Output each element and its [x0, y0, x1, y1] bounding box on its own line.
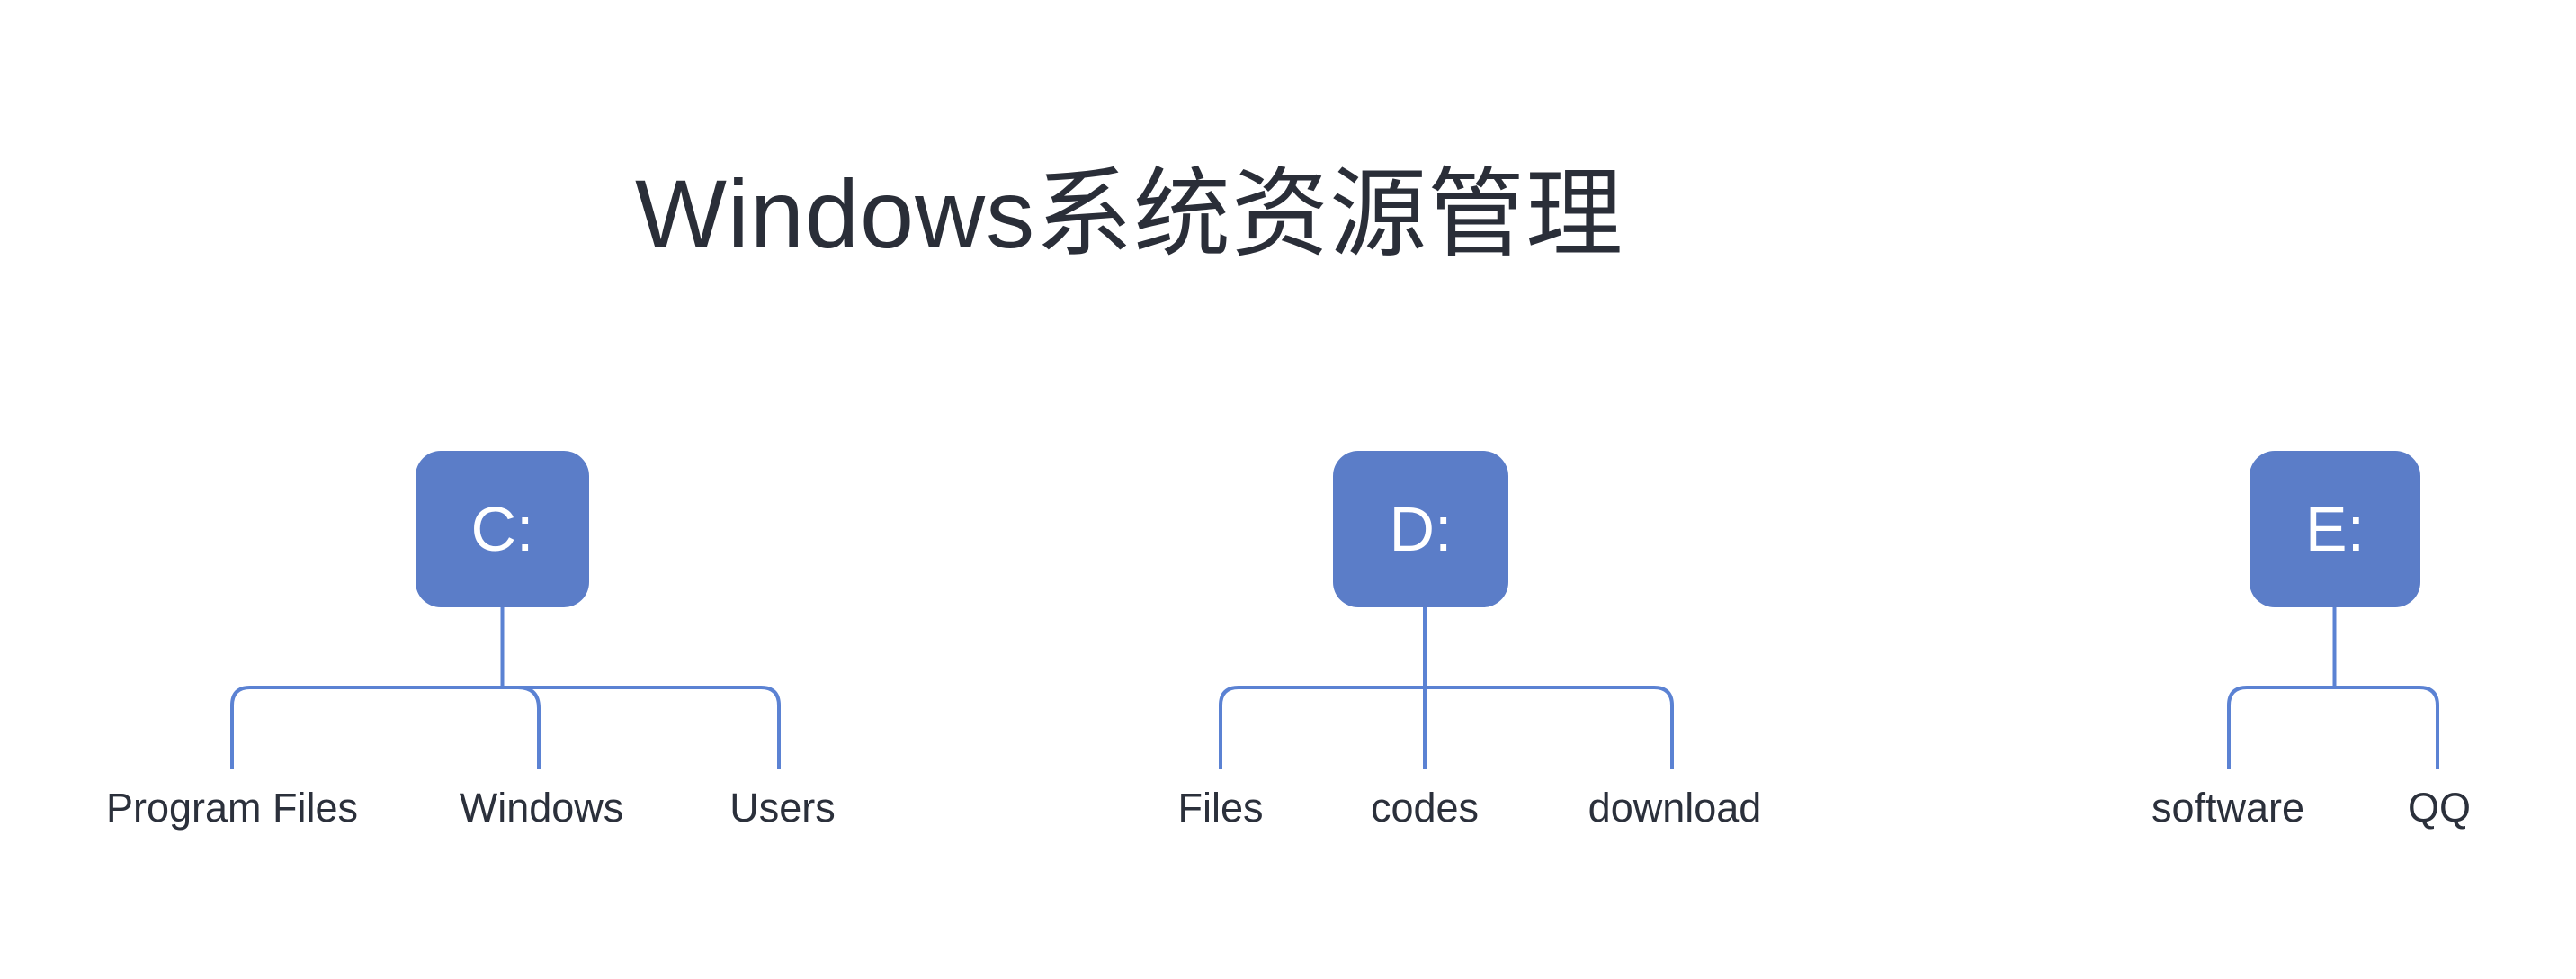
drive-node-d-label: D:: [1389, 494, 1453, 564]
diagram-title: Windows系统资源管理: [635, 159, 1624, 268]
folder-label-windows: Windows: [459, 785, 624, 831]
d-drive-rail-connector: [1219, 686, 1674, 769]
c-drive-rail-connector: [230, 686, 781, 769]
folder-label-software: software: [2151, 785, 2305, 831]
folder-label-codes: codes: [1370, 785, 1480, 831]
folder-label-files: Files: [1177, 785, 1264, 831]
drive-node-c: C:: [416, 451, 589, 607]
drive-node-c-label: C:: [470, 494, 534, 564]
folder-label-qq: QQ: [2407, 785, 2472, 831]
folder-label-program-files: Program Files: [105, 785, 359, 831]
folder-label-download: download: [1588, 785, 1762, 831]
folder-label-users: Users: [729, 785, 836, 831]
c-drive-middle-branch-connector: [504, 686, 541, 769]
drive-node-e-label: E:: [2304, 494, 2366, 564]
e-drive-rail-connector: [2227, 686, 2439, 769]
drive-node-e: E:: [2250, 451, 2420, 607]
drive-node-d: D:: [1333, 451, 1508, 607]
